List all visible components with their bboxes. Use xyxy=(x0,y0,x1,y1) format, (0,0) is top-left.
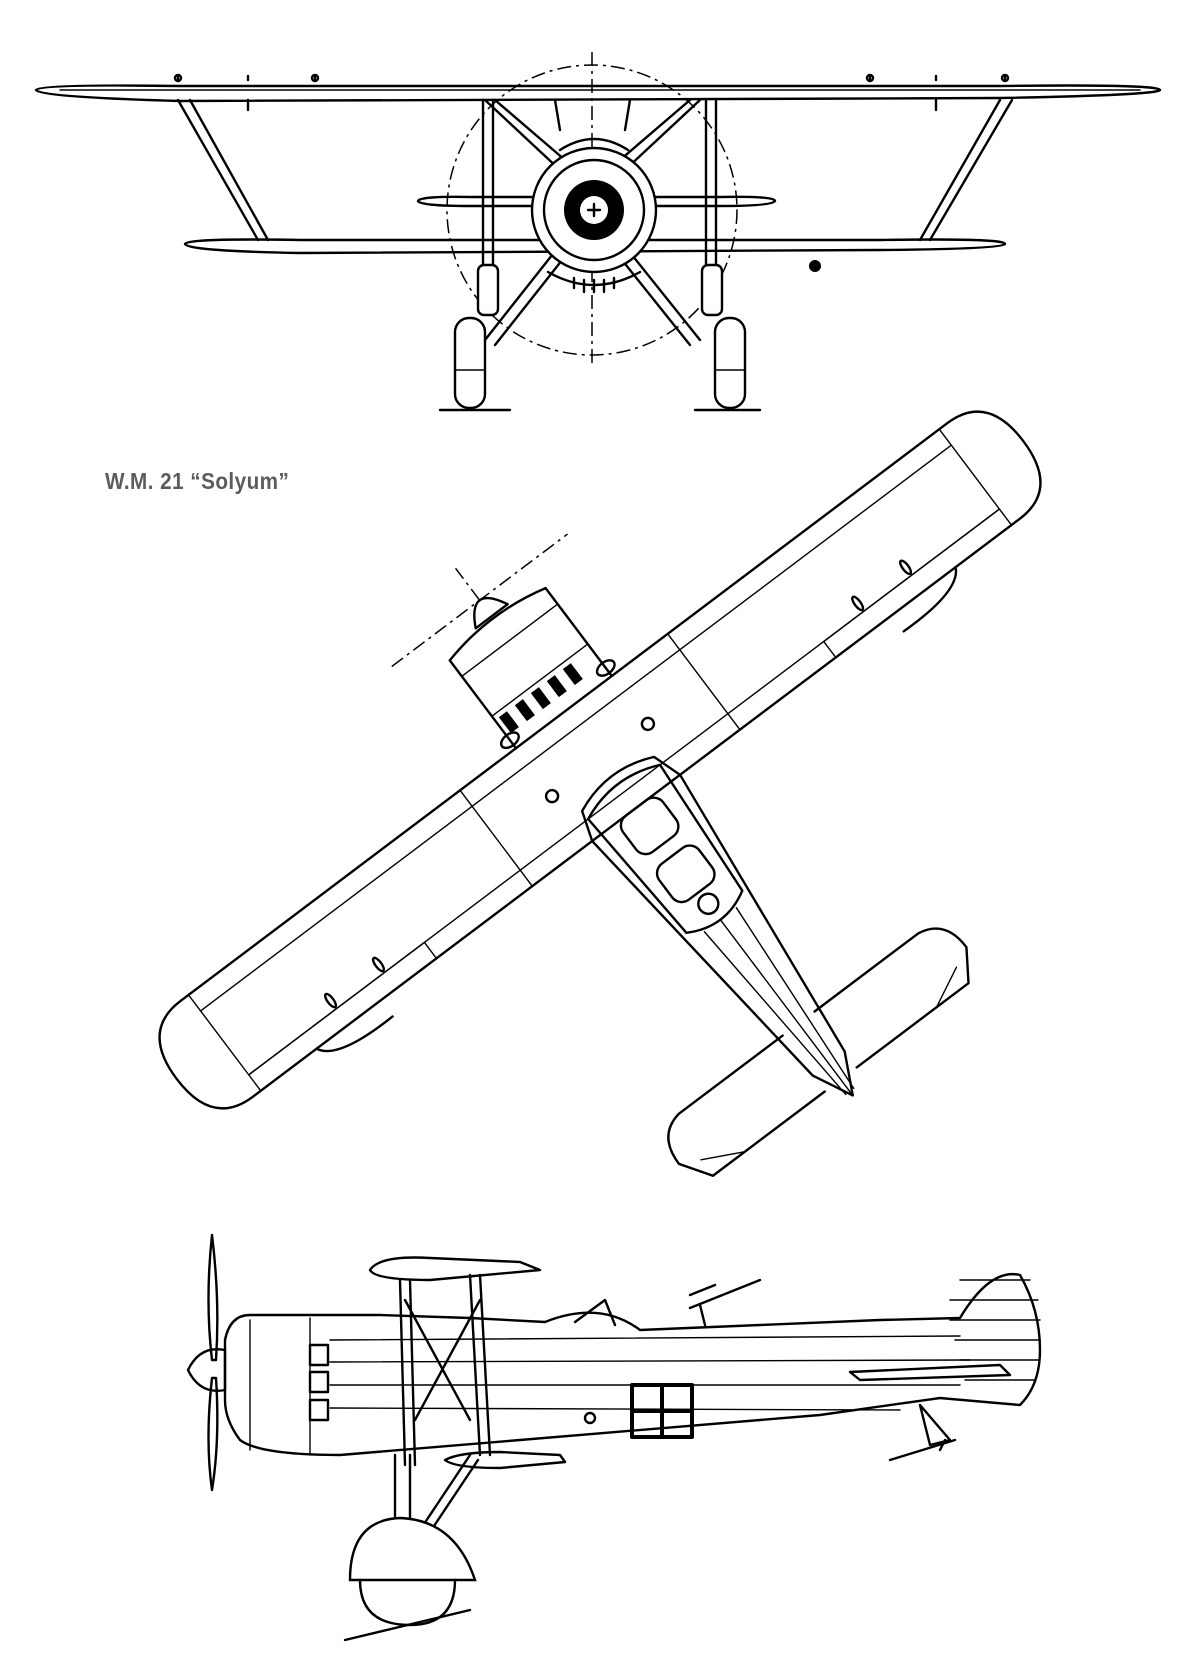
seat-rear xyxy=(655,844,716,904)
gunner-gun xyxy=(688,1278,762,1327)
seat-front xyxy=(619,796,680,856)
fuselage-window xyxy=(630,1383,694,1439)
gear-struts xyxy=(481,98,718,347)
main-gear-side xyxy=(393,1453,480,1537)
tailplane-side xyxy=(848,1363,1012,1382)
interplane-strut-left xyxy=(176,98,270,242)
lower-wing-edge xyxy=(315,565,958,1053)
drawing-title: W.M. 21 “Solyum” xyxy=(105,468,290,494)
cylinder-blocks xyxy=(498,663,583,734)
fuselage-plan xyxy=(580,755,854,1097)
cabane-struts xyxy=(483,98,702,172)
wheel-fairing xyxy=(348,1516,477,1582)
windscreen xyxy=(573,1298,617,1327)
fuselage-side xyxy=(223,1272,1042,1457)
side-view xyxy=(186,1233,1042,1642)
interplane-struts-side xyxy=(398,1273,492,1467)
left-wheel xyxy=(453,316,487,410)
plan-view xyxy=(158,410,1042,1177)
tailplane-plan xyxy=(667,927,970,1177)
wing-dot xyxy=(809,260,821,272)
spinner-plan xyxy=(473,596,509,630)
gun-ring xyxy=(697,892,720,915)
exhaust-blocks xyxy=(308,1343,330,1422)
aileron-left xyxy=(248,941,438,1076)
upper-wing-side xyxy=(368,1256,542,1282)
upper-wing-plan xyxy=(158,410,1042,1110)
tailplane-front xyxy=(416,195,777,208)
lower-wing-side xyxy=(443,1450,567,1470)
upper-wing xyxy=(34,84,1162,103)
interplane-strut-right xyxy=(918,98,1014,242)
cockpit-outline xyxy=(586,763,744,935)
aileron-right xyxy=(822,508,1001,659)
right-wheel xyxy=(713,316,747,410)
engine-nacelle-plan xyxy=(448,586,614,750)
wing-fittings xyxy=(173,73,1010,112)
propeller-side xyxy=(207,1233,219,1492)
front-view xyxy=(34,52,1162,412)
spinner-side xyxy=(186,1348,227,1392)
ground-line xyxy=(343,1608,472,1642)
lower-wing xyxy=(183,238,1007,255)
